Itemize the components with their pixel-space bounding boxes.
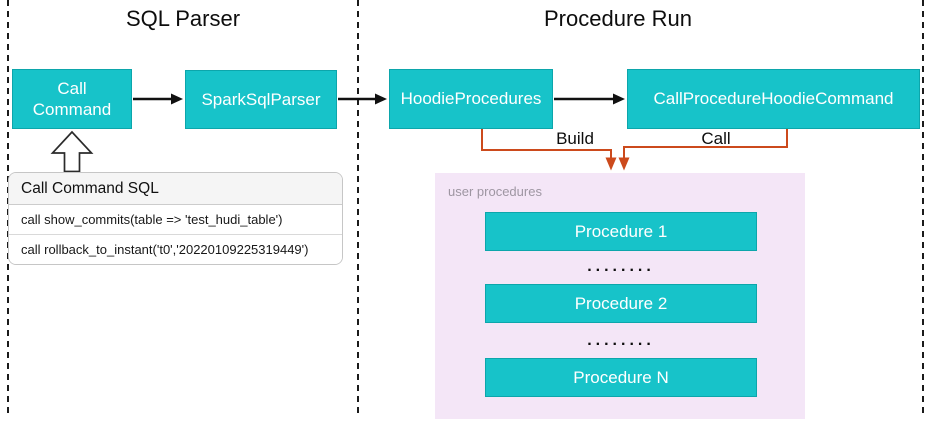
call-edge-label: Call [701, 129, 731, 148]
user-procedures-label: user procedures [448, 184, 542, 199]
region-title-sql-parser: SQL Parser [125, 6, 241, 31]
sql-panel-rows: call show_commits(table => 'test_hudi_ta… [9, 205, 342, 264]
flow-arrow-sparksqlparser-to-hoodieprocedures [338, 93, 387, 105]
ellipsis-dots: ........ [587, 332, 655, 349]
build-edge-label: Build [556, 129, 594, 148]
dashed-border-right [922, 0, 924, 417]
node-call-command-label: Call Command [32, 78, 112, 119]
node-spark-sql-parser: SparkSqlParser [185, 70, 337, 129]
flow-arrow-callcommand-to-sparksqlparser [133, 93, 183, 105]
sql-statement-row: call show_commits(table => 'test_hudi_ta… [9, 205, 342, 234]
node-procedure-n: Procedure N [485, 358, 757, 397]
dashed-border-divider [357, 0, 359, 417]
up-arrow-icon [50, 130, 94, 173]
node-procedure-2: Procedure 2 [485, 284, 757, 323]
flow-arrow-hoodieprocedures-to-callprocedure [554, 93, 625, 105]
node-call-procedure-hoodie-command: CallProcedureHoodieCommand [627, 69, 920, 129]
region-title-procedure-run: Procedure Run [544, 6, 692, 31]
node-call-command: Call Command [12, 69, 132, 129]
sql-panel-title: Call Command SQL [9, 173, 342, 205]
call-command-sql-panel: Call Command SQL call show_commits(table… [8, 172, 343, 265]
node-hoodie-procedures: HoodieProcedures [389, 69, 553, 129]
node-procedure-1: Procedure 1 [485, 212, 757, 251]
user-procedures-container: user procedures Procedure 1 ........ Pro… [435, 173, 805, 419]
ellipsis-dots: ........ [587, 258, 655, 275]
sql-statement-row: call rollback_to_instant('t0','202201092… [9, 234, 342, 264]
